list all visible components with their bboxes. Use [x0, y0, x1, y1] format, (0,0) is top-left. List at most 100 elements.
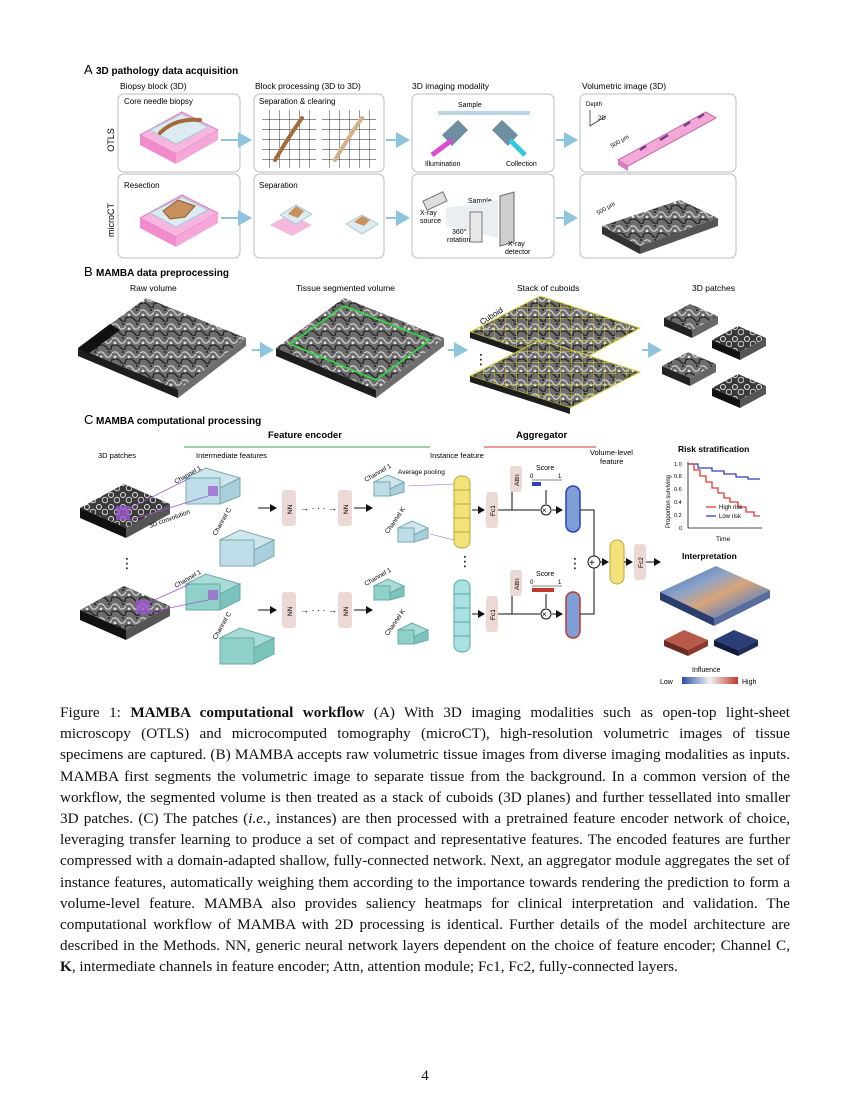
score-0-bottom: 0 [530, 580, 534, 586]
panel-b-title: MAMBA data preprocessing [96, 268, 229, 279]
figure-1: A 3D pathology data acquisition Biopsy b… [78, 62, 770, 686]
page-number: 4 [421, 1068, 429, 1084]
fc1-label-top: Fc1 [490, 505, 497, 516]
nn-label: NN [343, 504, 350, 514]
twod-label: 2D [598, 116, 606, 122]
km-plot: 1.0 0.8 0.6 0.4 0.2 0 Proportion survivi… [666, 462, 762, 543]
attn-box-bottom [510, 570, 522, 596]
figure-caption: Figure 1: MAMBA computational workflow (… [60, 702, 790, 978]
row-label-microct: microCT [106, 203, 116, 237]
caption-k: K [60, 958, 72, 976]
rotation-label-2: rotation [447, 237, 470, 244]
km-ytick: 0.4 [674, 500, 682, 506]
xray-source-label-2: source [420, 218, 441, 225]
stack-of-cuboids: ⋮ [468, 295, 642, 414]
km-high-risk-curve [688, 463, 760, 517]
multiply-bottom [540, 608, 552, 620]
score-0-top: 0 [530, 474, 534, 480]
influence-high: High [742, 679, 757, 686]
score-1-top: 1 [558, 474, 562, 480]
panel-c-letter: C [84, 412, 93, 427]
xray-detector [499, 191, 515, 247]
caption-text-1: (A) With 3D imaging modalities such as o… [60, 704, 791, 828]
multiply-top [540, 504, 552, 516]
separation-label: Separation [259, 181, 298, 190]
rotation-stage [469, 211, 483, 243]
influence-colorbar [682, 677, 738, 684]
score-label-bottom: Score [536, 571, 554, 578]
attn-label-bottom: Attn [514, 578, 521, 590]
intermediate-features-bottom [184, 573, 276, 665]
weighted-feature-top [565, 485, 581, 533]
panel-b: B MAMBA data preprocessing Raw volume Ti… [78, 264, 766, 414]
col-header-biopsy: Biopsy block (3D) [120, 81, 187, 91]
km-ylabel: Proportion surviving [666, 475, 672, 528]
risk-title: Risk stratification [678, 444, 749, 454]
km-ytick: 0 [679, 526, 682, 532]
svg-text:×: × [542, 506, 547, 515]
km-ytick: 0.6 [674, 487, 682, 493]
xray-source-label-1: X-ray [420, 210, 437, 217]
weighted-feature-bottom [565, 591, 581, 639]
core-needle-biopsy-label: Core needle biopsy [124, 97, 193, 106]
instance-feature-label: Instance feature [430, 451, 484, 460]
illumination-label: Illumination [425, 161, 461, 168]
fc1-label-bottom: Fc1 [490, 609, 497, 620]
aggregator-label: Aggregator [516, 430, 568, 441]
depth-label: Depth [586, 102, 602, 108]
km-ytick: 0.2 [674, 513, 682, 519]
row-label-otls: OTLS [106, 128, 116, 152]
panel-a: A 3D pathology data acquisition Biopsy b… [84, 62, 737, 259]
nn-label: NN [343, 606, 350, 616]
volume-level-label-1: Volume-level [590, 448, 633, 457]
nn-box [282, 490, 296, 526]
raw-volume [78, 298, 246, 398]
volume-level-feature [609, 539, 625, 585]
separation-clearing-label: Separation & clearing [259, 97, 336, 106]
svg-text:×: × [542, 610, 547, 619]
caption-title: MAMBA computational workflow [130, 704, 365, 721]
high-risk-legend: High risk [719, 505, 743, 511]
panel-c-title: MAMBA computational processing [96, 416, 261, 427]
volumetric-box-otls [579, 93, 737, 173]
input-patch-bottom [80, 586, 170, 640]
instance-feature-bottom [453, 579, 471, 653]
nn-box [338, 490, 352, 526]
otls-tissue-block [138, 111, 220, 164]
attn-box-top [510, 466, 522, 492]
detector-label-1: X-ray [508, 241, 525, 248]
fc1-box-top [486, 492, 498, 528]
influence-low: Low [660, 679, 674, 686]
caption-text-3: , intermediate channels in feature encod… [71, 958, 678, 976]
km-low-risk-curve [688, 463, 760, 480]
panel-b-letter: B [84, 264, 93, 279]
microct-volume [602, 200, 718, 254]
raw-volume-label: Raw volume [130, 283, 177, 293]
stack-ellipsis: ⋮ [474, 351, 488, 367]
col-header-volumetric-image: Volumetric image (3D) [582, 81, 666, 91]
microct-sample-label: Sample [468, 198, 492, 205]
intermediate-features-top [184, 467, 276, 567]
score-1-bottom: 1 [558, 580, 562, 586]
svg-text:→ · · · →: → · · · → [300, 503, 337, 513]
caption-ie: i.e., [248, 810, 271, 828]
caption-label: Figure 1: [60, 704, 121, 721]
score-bar-top [532, 482, 541, 486]
microct-tissue-block [138, 194, 220, 247]
xray-source [422, 191, 448, 211]
nn-bottom-group: NN → · · · → NN [258, 592, 373, 628]
low-risk-legend: Low risk [719, 514, 742, 520]
resection-label: Resection [124, 181, 160, 190]
km-ytick: 0.8 [674, 474, 682, 480]
processing-box-microct [253, 173, 385, 259]
otls-sample-label: Sample [458, 102, 482, 109]
score-bar-bottom [532, 588, 554, 592]
svg-text:+: + [589, 558, 595, 569]
caption-text-2: instances) are then processed with a pre… [60, 810, 790, 955]
panel-c: C MAMBA computational processing Feature… [80, 412, 770, 686]
weighted-ellipsis: ⋮ [568, 555, 582, 571]
channel-blocks-bottom [372, 578, 430, 645]
3d-patches-label: 3D patches [692, 283, 735, 293]
score-label-top: Score [536, 465, 554, 472]
patch-ellipsis: ⋮ [120, 555, 134, 571]
